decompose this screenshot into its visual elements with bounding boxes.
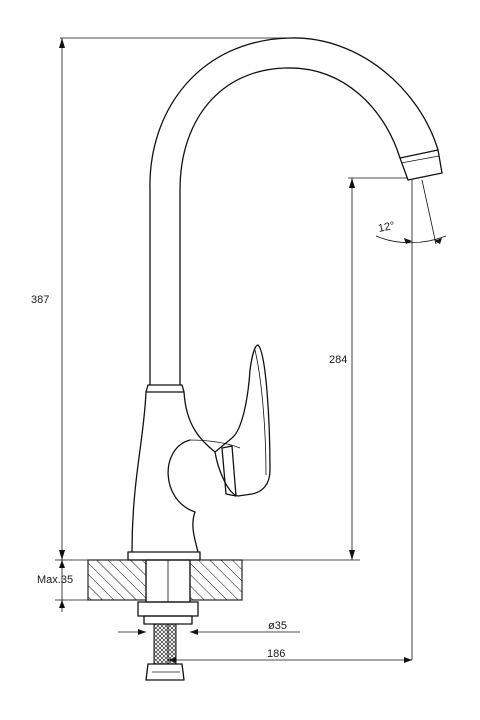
label-max-deck-thickness: Max.35 — [37, 574, 73, 586]
arrowhead — [404, 657, 412, 663]
lever-handle-joint — [221, 445, 237, 497]
label-spout-angle: 12° — [377, 220, 396, 235]
faucet-body — [127, 37, 443, 561]
handle-hub — [167, 439, 199, 553]
arrowhead — [190, 629, 198, 635]
label-spout-height: 284 — [329, 354, 347, 366]
arrowhead — [59, 550, 65, 560]
braided-hose — [153, 623, 177, 665]
outlet-angle-line — [421, 179, 437, 245]
countertop-section — [87, 559, 243, 601]
dimension-labels: 387 284 12° Max.35 ø35 186 — [31, 220, 396, 660]
dimension-lines — [55, 37, 447, 664]
column-collar — [145, 384, 185, 393]
lever-handle-grip — [254, 349, 267, 476]
arrowhead — [168, 657, 176, 663]
mounting-nut — [137, 601, 199, 617]
lever-handle — [214, 344, 271, 497]
lower-body-right-outline — [183, 391, 216, 453]
label-reach: 186 — [267, 648, 285, 660]
arrowhead — [59, 600, 65, 608]
arrowhead — [349, 550, 355, 560]
arrowhead — [138, 629, 146, 635]
mounting-assembly — [137, 559, 199, 681]
arrowhead — [349, 178, 355, 188]
arrowhead — [404, 238, 412, 244]
base-flange — [127, 551, 201, 561]
arrowhead — [59, 560, 65, 568]
arrowhead — [434, 238, 442, 244]
aerator-outline — [399, 149, 443, 181]
washer — [143, 615, 193, 625]
lower-body-left-outline — [131, 391, 147, 553]
spout-inner-outline — [179, 67, 401, 386]
arrowhead — [59, 38, 65, 48]
label-overall-height: 387 — [31, 294, 49, 306]
hose-fitting — [145, 663, 185, 681]
aerator-detail-line — [400, 155, 440, 164]
label-mount-diameter: ø35 — [268, 620, 287, 632]
spout-outer-outline — [149, 37, 439, 386]
handle-hub-inner — [189, 439, 241, 449]
